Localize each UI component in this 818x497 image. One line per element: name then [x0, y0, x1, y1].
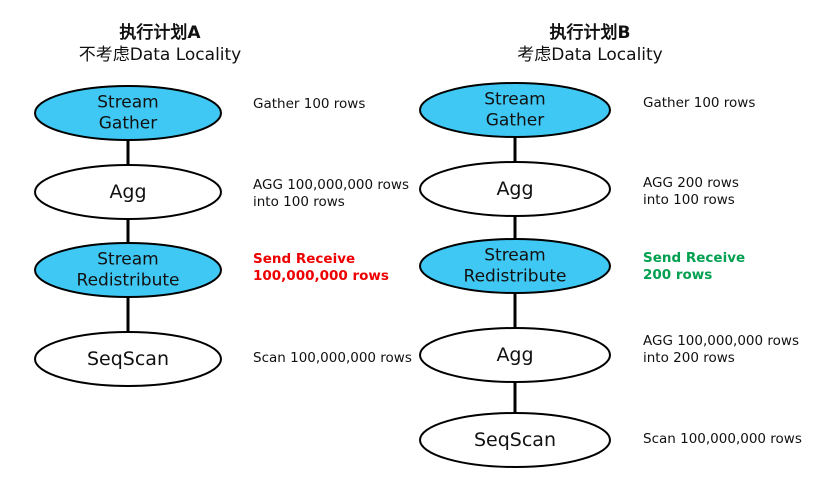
plan-a-note-4: Scan 100,000,000 rows: [253, 350, 412, 367]
plan-b-note-4-line: into 200 rows: [643, 350, 735, 366]
plan-a-node-4-shape: [34, 331, 222, 387]
plan-b-node-4-shape: [419, 327, 611, 383]
plan-a-note-1-line: Gather 100 rows: [253, 96, 366, 112]
plan-b-subtitle: 考虑Data Locality: [517, 45, 663, 65]
plan-b-note-3-line: 200 rows: [643, 267, 713, 283]
plan-a-node-1-label: Gather: [99, 114, 157, 134]
plan-a-note-3-line: 100,000,000 rows: [253, 268, 389, 284]
plan-b-node-1-label: Stream: [484, 90, 546, 110]
plan-b-node-5-shape: [419, 412, 611, 468]
plan-b-title: 执行计划B: [549, 23, 631, 43]
plan-b-node-5-label: SeqScan: [474, 429, 556, 451]
plan-b-note-1: Gather 100 rows: [643, 95, 755, 112]
plan-a-node-2-shape: [34, 164, 222, 220]
plan-b-node-1-shape: [419, 82, 611, 138]
plan-b-node-2-label: Agg: [496, 178, 533, 200]
plan-a-node-1-shape: [34, 85, 222, 141]
plan-b-note-5: Scan 100,000,000 rows: [643, 431, 802, 448]
plan-a-note-4-line: Scan 100,000,000 rows: [253, 350, 412, 366]
plan-b-node-3-label: Redistribute: [464, 267, 567, 287]
plan-b-node-4: Agg: [419, 327, 611, 383]
plan-a-node-2: Agg: [34, 164, 222, 220]
plan-b-node-2-shape: [419, 161, 611, 217]
plan-b-node-3-shape: [419, 238, 611, 294]
plan-b-note-1-line: Gather 100 rows: [643, 95, 756, 111]
plan-b-node-1-label: Gather: [486, 111, 544, 131]
plan-b-node-4-label: Agg: [496, 344, 533, 366]
plan-a-node-2-label: Agg: [109, 181, 146, 203]
plan-b-note-2-line: into 100 rows: [643, 192, 735, 208]
plan-a-note-3-line: Send Receive: [253, 251, 356, 267]
plan-a-node-3-label: Stream: [97, 250, 159, 270]
plan-b-node-5: SeqScan: [419, 412, 611, 468]
plan-b-note-5-line: Scan 100,000,000 rows: [643, 431, 802, 447]
plan-a-subtitle: 不考虑Data Locality: [78, 45, 242, 65]
plan-a-node-1-label: Stream: [97, 93, 159, 113]
plan-b-node-2: Agg: [419, 161, 611, 217]
plan-a-node-4: SeqScan: [34, 331, 222, 387]
plan-a-node-3-shape: [34, 242, 222, 298]
plan-b-note-3-line: Send Receive: [643, 250, 746, 266]
plan-a-title: 执行计划A: [119, 23, 201, 43]
plan-a-note-2-line: into 100 rows: [253, 194, 345, 210]
plan-b-note-2-line: AGG 200 rows: [643, 175, 739, 191]
plan-a-node-3-label: Redistribute: [77, 271, 180, 291]
plan-a-note-1: Gather 100 rows: [253, 96, 365, 113]
plan-b-note-4-line: AGG 100,000,000 rows: [643, 333, 799, 349]
plan-a-note-2-line: AGG 100,000,000 rows: [253, 177, 409, 193]
plan-a-node-4-label: SeqScan: [87, 348, 169, 370]
plan-b-node-3-label: Stream: [484, 246, 546, 266]
